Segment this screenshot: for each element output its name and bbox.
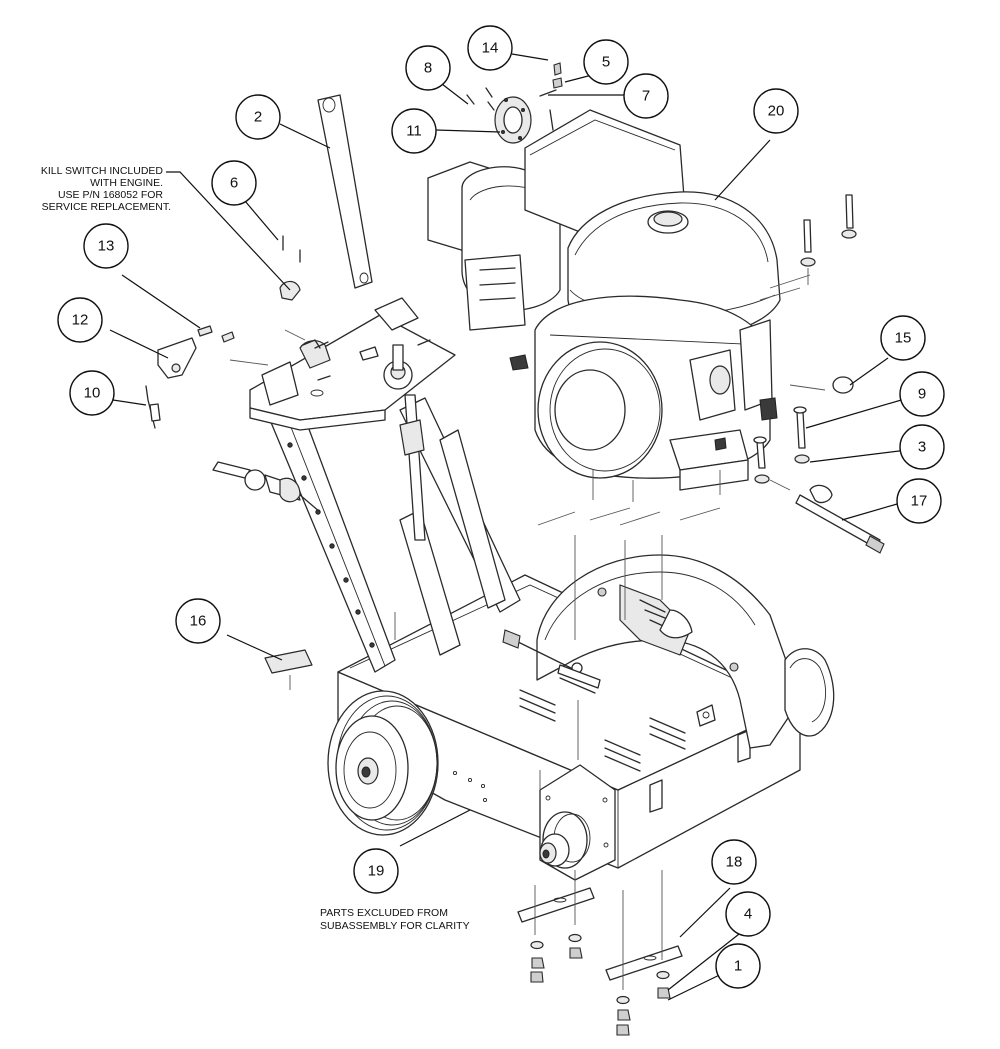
- callout-circle: [467, 25, 513, 71]
- callout-7: 7: [623, 73, 669, 119]
- blade-guard: [502, 554, 835, 749]
- callout-circle: [753, 88, 799, 134]
- callout-label: 17: [911, 493, 928, 510]
- handle-assembly: [212, 297, 521, 673]
- callout-circle: [235, 94, 281, 140]
- callout-circle: [896, 478, 942, 524]
- callout-6: 6: [211, 160, 257, 206]
- callout-circle: [583, 39, 629, 85]
- callout-circle: [623, 73, 669, 119]
- callout-1: 1: [715, 943, 761, 989]
- callout-circle: [711, 839, 757, 885]
- note-kill-switch-line-4: SERVICE REPLACEMENT.: [42, 201, 171, 213]
- callout-3: 3: [899, 424, 945, 470]
- rear-wheel: [327, 690, 439, 836]
- wrench-part-2: [317, 94, 373, 289]
- engine: [427, 109, 781, 491]
- leader-lines: [109, 53, 909, 1001]
- callout-13: 13: [83, 223, 129, 269]
- callout-label: 19: [368, 863, 385, 880]
- callout-label: 7: [642, 88, 650, 105]
- callout-label: 12: [72, 312, 89, 329]
- alignment-lines: [229, 268, 826, 990]
- callout-label: 20: [768, 103, 785, 120]
- callout-circle: [725, 891, 771, 937]
- callout-label: 8: [424, 60, 432, 77]
- callout-circle: [175, 598, 221, 644]
- callout-15: 15: [880, 315, 926, 361]
- callout-label: 16: [190, 613, 207, 630]
- callout-label: 13: [98, 238, 115, 255]
- callout-4: 4: [725, 891, 771, 937]
- note-excluded-line-1: PARTS EXCLUDED FROM: [320, 907, 448, 919]
- callout-label: 2: [254, 109, 262, 126]
- callout-circle: [83, 223, 129, 269]
- callout-circle: [880, 315, 926, 361]
- callout-20: 20: [753, 88, 799, 134]
- callout-label: 14: [482, 40, 499, 57]
- front-hub: [539, 811, 591, 869]
- callout-circle: [899, 371, 945, 417]
- callout-label: 9: [918, 386, 926, 403]
- callout-8: 8: [405, 45, 451, 91]
- callout-label: 4: [744, 906, 752, 923]
- callout-label: 3: [918, 439, 926, 456]
- callout-label: 15: [895, 330, 912, 347]
- callout-10: 10: [69, 370, 115, 416]
- note-kill-switch-line-1: KILL SWITCH INCLUDED: [41, 165, 164, 177]
- note-kill-switch-line-3: USE P/N 168052 FOR: [58, 189, 163, 201]
- callout-circle: [391, 108, 437, 154]
- callout-19: 19: [353, 848, 399, 894]
- callout-label: 18: [726, 854, 743, 871]
- note-kill-switch: KILL SWITCH INCLUDED WITH ENGINE. USE P/…: [41, 165, 171, 213]
- note-excluded-line-2: SUBASSEMBLY FOR CLARITY: [320, 920, 470, 932]
- callout-9: 9: [899, 371, 945, 417]
- callout-circle: [899, 424, 945, 470]
- callout-circle: [405, 45, 451, 91]
- callout-label: 1: [734, 958, 742, 975]
- callout-12: 12: [57, 297, 103, 343]
- callout-5: 5: [583, 39, 629, 85]
- callout-label: 5: [602, 54, 610, 71]
- callout-circle: [57, 297, 103, 343]
- note-kill-switch-line-2: WITH ENGINE.: [90, 177, 163, 189]
- callout-circle: [211, 160, 257, 206]
- callout-16: 16: [175, 598, 221, 644]
- callout-label: 6: [230, 175, 238, 192]
- note-excluded: PARTS EXCLUDED FROM SUBASSEMBLY FOR CLAR…: [320, 907, 470, 932]
- callout-circle: [353, 848, 399, 894]
- callout-circle: [715, 943, 761, 989]
- callout-label: 10: [84, 385, 101, 402]
- callout-2: 2: [235, 94, 281, 140]
- callout-label: 11: [406, 123, 422, 140]
- callout-circle: [69, 370, 115, 416]
- callout-14: 14: [467, 25, 513, 71]
- callout-11: 11: [391, 108, 437, 154]
- callout-18: 18: [711, 839, 757, 885]
- callout-17: 17: [896, 478, 942, 524]
